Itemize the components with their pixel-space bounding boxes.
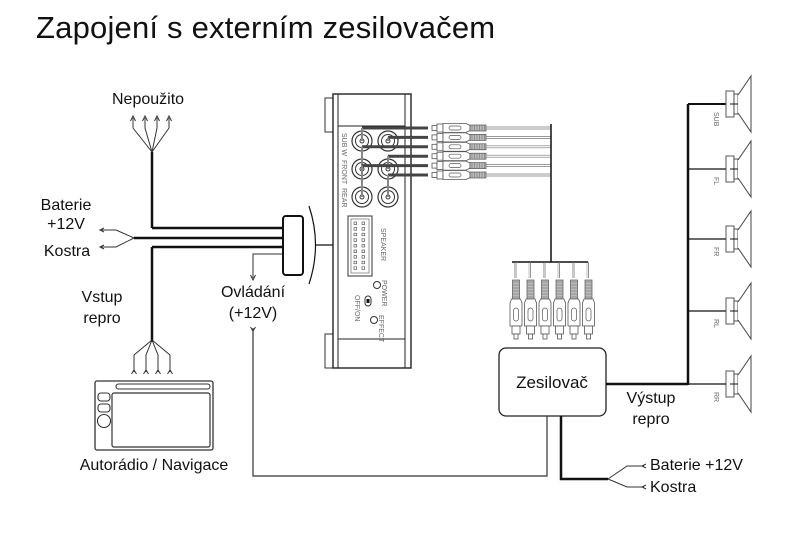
effect-label: EFFECT <box>377 315 384 343</box>
connector-pin <box>361 227 365 231</box>
harness-plug <box>282 205 345 285</box>
amp-power-wires <box>559 416 647 490</box>
connector-pin <box>353 249 357 253</box>
rca-cable <box>387 151 551 169</box>
switch-label: OFF/ON <box>353 295 360 321</box>
rca-cable <box>361 141 551 169</box>
speaker-label: FL <box>712 177 719 185</box>
rca-plug-icon <box>524 262 537 340</box>
rca-plug-icon <box>538 262 552 340</box>
label-speaker-input-2: repro <box>83 310 121 327</box>
connector-pin <box>353 238 357 242</box>
label-control-1: Ovládání <box>220 284 286 301</box>
amp-rca-plugs <box>509 262 595 340</box>
label-battery-left-2: +12V <box>47 216 85 233</box>
connector-pin <box>353 227 357 231</box>
unused-wires <box>130 114 283 230</box>
amplifier-box <box>498 347 607 417</box>
connector-pin <box>353 255 357 259</box>
head-unit-icon <box>94 380 214 451</box>
page-title: Zapojení s externím zesilovačem <box>36 10 496 45</box>
battery-ground-wires-left <box>98 227 283 250</box>
label-speaker-output-2: repro <box>632 411 670 428</box>
effect-knob[interactable] <box>370 316 378 324</box>
label-unused: Nepoužito <box>112 91 185 108</box>
label-ground-right: Kostra <box>650 479 697 496</box>
speaker-icon: RR <box>688 354 752 414</box>
rca-cable <box>361 160 551 197</box>
label-speaker-input-1: Vstup <box>81 289 123 306</box>
speaker-icon: FL <box>688 139 752 199</box>
connector-pin <box>353 244 357 248</box>
speaker-label: FR <box>712 247 719 256</box>
rca-cables <box>361 123 551 197</box>
speaker-label: RL <box>712 319 719 328</box>
connector-pin <box>361 266 365 270</box>
speaker-connector <box>347 215 373 277</box>
connector-pin <box>353 260 357 265</box>
connector-pin <box>361 232 365 237</box>
connector-pin <box>353 232 357 237</box>
speaker-label: RR <box>712 392 719 402</box>
speaker-icon: RL <box>688 281 752 341</box>
power-led-icon <box>373 281 381 289</box>
rca-plug-icon <box>567 262 581 340</box>
arrow-up-icon <box>130 114 172 122</box>
connector-pin <box>361 260 365 265</box>
connector-label: SPEAKER <box>379 228 386 261</box>
label-battery-left-1: Baterie <box>40 197 92 214</box>
connector-pin <box>361 244 365 248</box>
interface-module: SPEAKER POWER OFF/ON EFFECT SUB W FRONT … <box>324 93 412 369</box>
rca-cable <box>387 132 551 143</box>
connector-pin <box>361 249 365 253</box>
connector-pin <box>353 221 357 225</box>
connector-pin <box>361 255 365 259</box>
label-battery-right: Baterie +12V <box>650 457 743 474</box>
label-speaker-output-1: Výstup <box>626 390 676 407</box>
speaker-icon: FR <box>688 209 752 269</box>
speaker-input-wires <box>131 245 283 375</box>
label-control-2: (+12V) <box>228 305 278 322</box>
rca-label-front: FRONT <box>340 160 347 185</box>
speaker-label: SUB <box>712 112 719 127</box>
amplifier-label: Zesilovač <box>516 373 588 392</box>
label-ground-left: Kostra <box>43 243 91 260</box>
rca-plug-icon <box>582 262 595 340</box>
rca-label-rear: REAR <box>340 188 347 207</box>
rca-plug-icon <box>509 262 523 340</box>
label-head-unit: Autorádio / Navigace <box>79 457 229 474</box>
rca-plug-icon <box>553 262 566 340</box>
connector-pin <box>361 221 365 225</box>
speaker-icon: SUB <box>688 74 752 134</box>
rca-cable <box>387 170 551 197</box>
rca-label-sub: SUB W <box>340 133 347 156</box>
control-wire <box>250 253 548 477</box>
connector-pin <box>361 238 365 242</box>
power-label: POWER <box>380 280 387 306</box>
connector-pin <box>353 266 357 270</box>
